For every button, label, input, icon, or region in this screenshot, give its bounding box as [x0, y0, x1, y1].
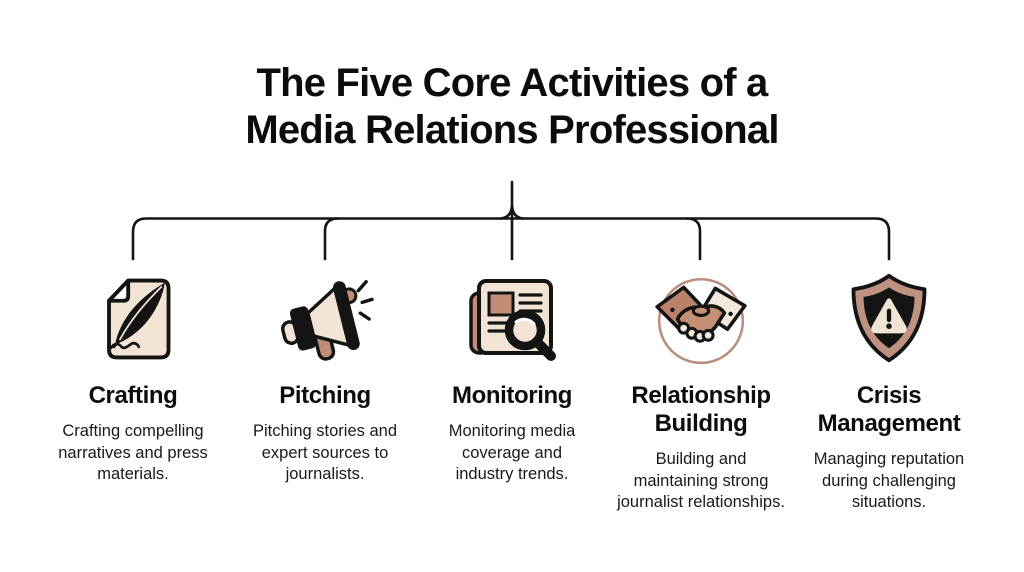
activity-desc-relationship-building: Building and maintaining strong journali…	[617, 450, 785, 511]
page-title-line-1: The Five Core Activities of a	[256, 61, 768, 105]
connector-tree	[131, 180, 891, 261]
shield-warning-icon	[851, 273, 927, 363]
activity-label-relationship: Monitoring	[452, 382, 572, 409]
activity-monitoring: Monitoring Monitoring media coverage and…	[417, 266, 607, 486]
quill-document-icon	[107, 278, 171, 360]
megaphone-icon	[281, 280, 374, 361]
relationship-icon-box	[606, 266, 796, 372]
monitoring-icon-box	[417, 266, 607, 372]
activity-desc-crisis-management: Managing reputation during challenging s…	[813, 450, 965, 511]
activity-crisis-management: Crisis Management Managing reputation du…	[794, 266, 984, 514]
pitching-icon-box	[230, 266, 420, 372]
activity-label-relationship-building: Relationship Building	[631, 382, 771, 437]
handshake-icon	[655, 277, 747, 365]
page-title: The Five Core Activities of a Media Rela…	[0, 60, 1024, 154]
activity-pitching: Pitching Pitching stories and expert sou…	[230, 266, 420, 486]
activity-label-pitching: Pitching	[279, 382, 371, 409]
page-title-line-2: Media Relations Professional	[245, 108, 779, 152]
crafting-icon-box	[38, 266, 228, 372]
activity-label-crafting: Crafting	[88, 382, 178, 409]
activity-relationship-building: Relationship Building Building and maint…	[606, 266, 796, 514]
crisis-icon-box	[794, 266, 984, 372]
activity-crafting: Crafting Crafting compelling narratives …	[38, 266, 228, 486]
activity-desc-monitoring: Monitoring media coverage and industry t…	[448, 422, 576, 483]
activity-label-crisis-management: Crisis Management	[817, 382, 961, 437]
activity-desc-crafting: Crafting compelling narratives and press…	[58, 422, 208, 483]
newspaper-magnifier-icon	[469, 279, 556, 361]
activity-desc-pitching: Pitching stories and expert sources to j…	[253, 422, 397, 483]
